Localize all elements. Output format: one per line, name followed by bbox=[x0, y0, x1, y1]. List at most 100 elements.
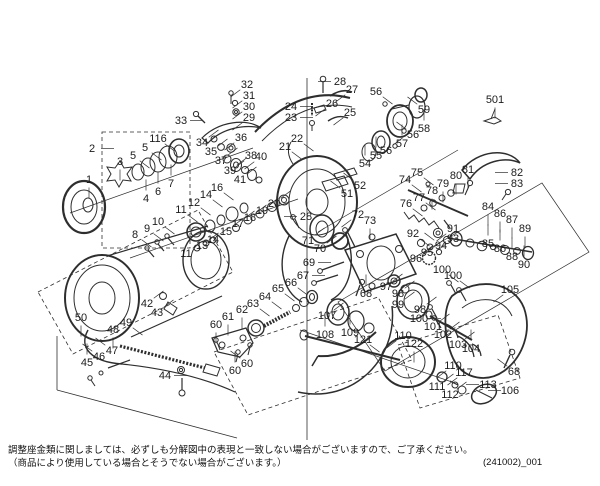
part-label: 25 bbox=[344, 107, 356, 119]
leader-line bbox=[404, 291, 415, 300]
diagram-shape bbox=[438, 194, 446, 202]
diagram-shape bbox=[305, 188, 329, 216]
diagram-shape bbox=[331, 232, 349, 250]
part-label: 52 bbox=[354, 180, 366, 192]
diagram-shape bbox=[317, 268, 323, 274]
diagram-shape bbox=[288, 168, 346, 236]
diagram-shape bbox=[309, 120, 315, 126]
part-label: 1 bbox=[86, 174, 92, 186]
part-label: 90 bbox=[518, 259, 530, 271]
part-label: 79 bbox=[437, 178, 449, 190]
diagram-shape bbox=[182, 230, 230, 290]
diagram-shape bbox=[247, 319, 265, 337]
part-label: 91 bbox=[447, 223, 459, 235]
part-label: 32 bbox=[241, 79, 253, 91]
part-label: 48 bbox=[107, 324, 119, 336]
leader-line bbox=[404, 280, 415, 289]
part-label: 92 bbox=[407, 228, 419, 240]
leader-line bbox=[259, 308, 270, 317]
diagram-shape bbox=[327, 115, 349, 122]
leader-line bbox=[164, 143, 175, 152]
part-label: 51 bbox=[341, 188, 353, 200]
diagram-shape bbox=[210, 135, 218, 143]
part-label: 89 bbox=[519, 223, 531, 235]
diagram-shape bbox=[304, 335, 401, 361]
leader-line bbox=[291, 151, 302, 160]
part-label: 36 bbox=[235, 132, 247, 144]
part-label: 122 bbox=[405, 338, 423, 350]
part-label: 82 bbox=[511, 167, 523, 179]
part-label: 19 bbox=[256, 205, 268, 217]
diagram-shape bbox=[445, 323, 459, 339]
diagram-shape bbox=[159, 292, 167, 300]
leader-line bbox=[443, 373, 454, 382]
part-label: 117 bbox=[455, 367, 473, 379]
diagram-shape bbox=[278, 194, 290, 206]
leader-line bbox=[333, 117, 344, 126]
diagram-shape bbox=[292, 304, 300, 312]
leader-line bbox=[303, 143, 314, 152]
part-label: 26 bbox=[326, 98, 338, 110]
diagram-shape bbox=[465, 238, 475, 248]
leader-line bbox=[224, 142, 235, 151]
diagram-shape bbox=[333, 167, 358, 181]
leader-line bbox=[230, 89, 241, 98]
leader-line bbox=[212, 199, 223, 208]
diagram-shape bbox=[386, 104, 414, 138]
leader-line bbox=[141, 239, 152, 248]
leader-line bbox=[236, 157, 247, 166]
diagram-shape bbox=[140, 157, 156, 177]
part-label: 93 bbox=[447, 233, 459, 245]
leader-line bbox=[95, 337, 106, 346]
leader-line bbox=[164, 226, 175, 235]
part-label: 95 bbox=[421, 247, 433, 259]
diagram-shape bbox=[202, 363, 221, 377]
leader-line bbox=[459, 280, 470, 289]
part-label: 60 bbox=[210, 319, 222, 331]
part-label: 17 bbox=[232, 218, 244, 230]
part-label: 31 bbox=[243, 90, 255, 102]
diagram-shape bbox=[217, 143, 225, 151]
leader-line bbox=[187, 214, 198, 223]
part-label: 80 bbox=[450, 170, 462, 182]
diagram-shape bbox=[425, 181, 431, 187]
part-label: 22 bbox=[291, 133, 303, 145]
leader-line bbox=[341, 219, 352, 228]
footer-notice-line2: （商品により使用している場合とそうでない場合がございます。） bbox=[8, 458, 287, 470]
part-label: 61 bbox=[222, 311, 234, 323]
diagram-shape bbox=[315, 220, 329, 238]
diagram-shape bbox=[461, 152, 521, 181]
part-label: 3 bbox=[117, 156, 123, 168]
diagram-shape bbox=[131, 163, 145, 181]
diagram-shape bbox=[489, 243, 497, 251]
diagram-shape bbox=[315, 274, 339, 283]
part-label: 108 bbox=[316, 329, 334, 341]
leader-line bbox=[449, 321, 460, 330]
part-label: 44 bbox=[159, 370, 171, 382]
part-label: 46 bbox=[93, 351, 105, 363]
diagram-shape bbox=[119, 344, 206, 370]
diagram-shape bbox=[144, 245, 150, 251]
part-label: 20 bbox=[268, 198, 280, 210]
diagram-shape bbox=[396, 282, 430, 320]
diagram-shape bbox=[366, 245, 396, 281]
leader-line bbox=[208, 232, 219, 241]
leader-line bbox=[407, 96, 418, 105]
leader-line bbox=[369, 344, 380, 353]
diagram-shape bbox=[294, 218, 300, 229]
leader-line bbox=[200, 207, 211, 216]
diagram-shape bbox=[84, 329, 123, 365]
diagram-shape bbox=[228, 90, 234, 96]
diagram-shape bbox=[64, 254, 140, 342]
part-label: 42 bbox=[141, 298, 153, 310]
diagram-shape bbox=[460, 291, 467, 302]
part-label: 60 bbox=[241, 358, 253, 370]
diagram-shape bbox=[88, 281, 116, 315]
diagram-shape bbox=[254, 94, 351, 133]
part-label: 47 bbox=[106, 345, 118, 357]
leader-line bbox=[244, 161, 255, 170]
diagram-shape bbox=[358, 278, 366, 286]
diagram-shape bbox=[239, 334, 247, 342]
part-label: 113 bbox=[479, 379, 497, 391]
